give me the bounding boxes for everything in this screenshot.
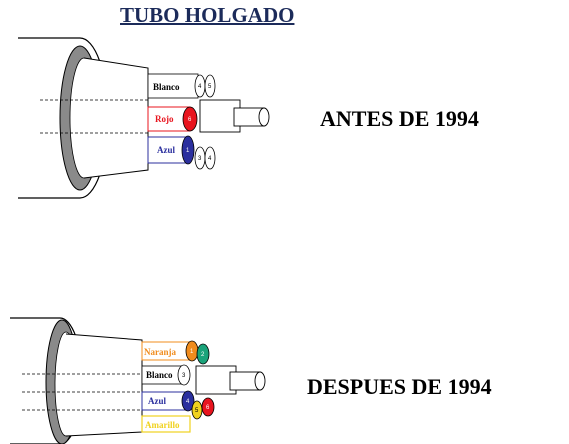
caption-before: ANTES DE 1994 bbox=[320, 106, 479, 131]
num-3: 3 bbox=[198, 156, 202, 162]
cable-after: Naranja Blanco Azul Amarillo 1 2 3 4 5 6 bbox=[10, 317, 266, 444]
num-4b: 4 bbox=[208, 156, 212, 162]
inner-tube-2 bbox=[65, 333, 143, 437]
num-2-5: 5 bbox=[195, 408, 199, 414]
cable-before: Blanco Rojo Azul 4 5 6 1 3 4 bbox=[18, 37, 270, 199]
num-2-2: 2 bbox=[201, 352, 205, 358]
label-blanco-2: Blanco bbox=[146, 370, 173, 380]
fiber-red bbox=[182, 106, 198, 132]
label-naranja: Naranja bbox=[144, 347, 176, 357]
tube-blanco bbox=[147, 73, 199, 99]
label-blanco: Blanco bbox=[153, 82, 180, 92]
fiber-blue bbox=[181, 135, 195, 165]
num-2-3: 3 bbox=[182, 373, 186, 379]
central-member-2 bbox=[195, 365, 237, 395]
num-5: 5 bbox=[208, 84, 212, 90]
tube-amarillo bbox=[141, 415, 191, 433]
inner-tube bbox=[83, 57, 149, 179]
fiber-4b bbox=[204, 146, 216, 170]
label-rojo: Rojo bbox=[155, 114, 174, 124]
tube-rojo bbox=[147, 106, 191, 132]
central-member-end bbox=[258, 107, 270, 127]
label-azul: Azul bbox=[157, 145, 175, 155]
fiber-red-2 bbox=[201, 397, 215, 417]
num-1: 1 bbox=[186, 148, 190, 154]
tube-azul bbox=[147, 136, 189, 164]
central-member-end-2 bbox=[254, 371, 266, 391]
label-amarillo: Amarillo bbox=[145, 420, 180, 430]
fiber-green bbox=[196, 343, 210, 365]
fiber-blue-2 bbox=[181, 390, 195, 412]
label-azul-2: Azul bbox=[148, 396, 166, 406]
caption-after: DESPUES DE 1994 bbox=[307, 374, 492, 399]
num-2-6: 6 bbox=[206, 405, 210, 411]
fiber-5 bbox=[204, 74, 216, 98]
num-4: 4 bbox=[198, 84, 202, 90]
num-2-1: 1 bbox=[190, 349, 194, 355]
num-2-4: 4 bbox=[186, 399, 190, 405]
fiber-white-2 bbox=[177, 364, 191, 386]
num-6: 6 bbox=[188, 117, 192, 123]
central-member bbox=[199, 99, 241, 133]
diagram-title: TUBO HOLGADO bbox=[120, 3, 295, 27]
